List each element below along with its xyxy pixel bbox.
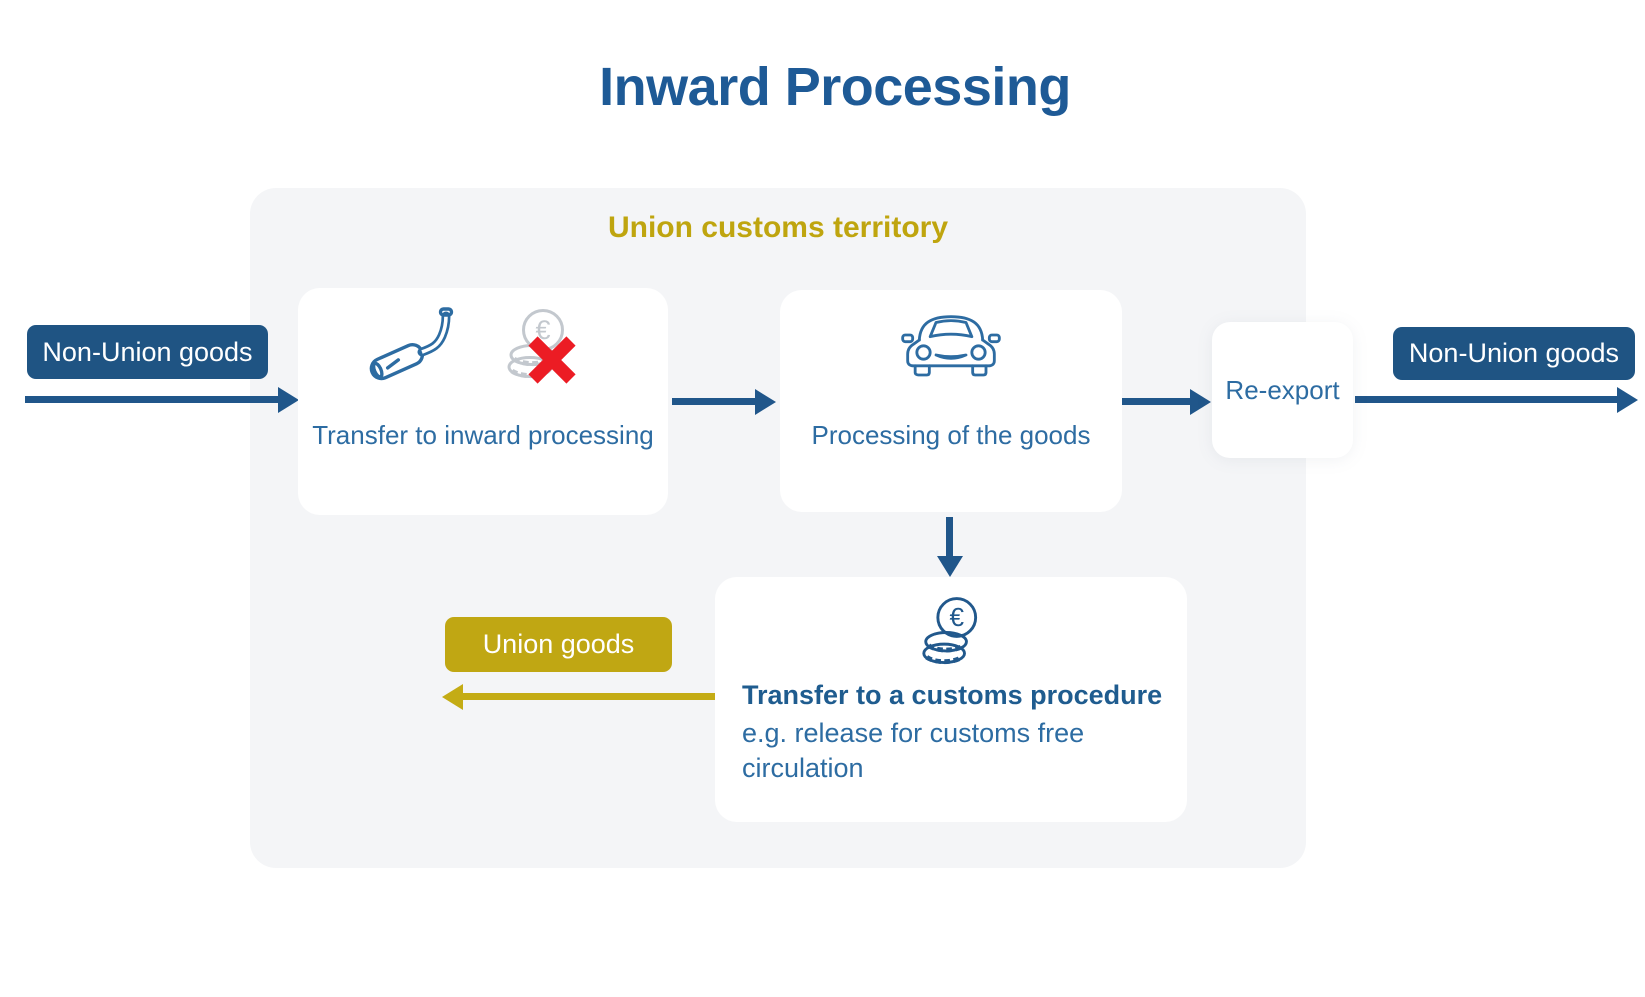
non-union-goods-badge-right: Non-Union goods	[1393, 327, 1635, 380]
union-goods-badge: Union goods	[445, 617, 672, 672]
arrow-head-right-icon	[1190, 389, 1211, 415]
euro-symbol: €	[949, 602, 964, 632]
euro-coins-icon: €	[918, 596, 980, 673]
card-label: Transfer to inward processing	[312, 420, 654, 450]
card-label: Processing of the goods	[811, 420, 1091, 450]
processing-of-goods-card: Processing of the goods	[780, 290, 1122, 512]
badge-label: Non-Union goods	[42, 336, 253, 367]
exhaust-pipe-icon	[368, 306, 464, 391]
card-label: Re-export	[1225, 374, 1340, 405]
processing-to-reexport-arrow	[1122, 389, 1211, 415]
arrow-shaft	[946, 517, 953, 561]
badge-label: Non-Union goods	[1408, 338, 1620, 368]
union-customs-territory-label: Union customs territory	[607, 211, 949, 244]
arrow-shaft	[1122, 398, 1194, 405]
customs-procedure-title: Transfer to a customs procedure	[742, 680, 1163, 710]
customs-procedure-subtitle: e.g. release for customs free circulatio…	[742, 718, 1085, 783]
entry-arrow	[25, 387, 299, 413]
arrow-shaft	[672, 398, 759, 405]
arrow-shaft	[459, 693, 715, 700]
arrow-head-right-icon	[755, 389, 776, 415]
union-goods-exit-arrow	[442, 684, 715, 710]
transfer-to-processing-arrow	[672, 389, 776, 415]
badge-label: Union goods	[482, 629, 635, 659]
red-cross-icon	[526, 334, 578, 391]
euro-symbol: €	[535, 315, 550, 345]
arrow-head-down-icon	[937, 556, 963, 577]
arrow-shaft	[1355, 396, 1621, 403]
transfer-to-inward-processing-card: € Transfer to inward processing	[298, 288, 668, 515]
arrow-shaft	[25, 396, 282, 403]
customs-procedure-text: Transfer to a customs procedure e.g. rel…	[742, 678, 1172, 786]
arrow-head-right-icon	[1617, 387, 1638, 413]
processing-to-customs-procedure-arrow	[937, 517, 963, 577]
transfer-to-customs-procedure-card: € Transfer to a customs procedure e.g. r…	[715, 577, 1187, 822]
reexport-card: Re-export	[1212, 322, 1353, 458]
reexport-exit-arrow	[1355, 387, 1638, 413]
car-icon	[901, 304, 1001, 391]
arrow-head-right-icon	[278, 387, 299, 413]
arrow-head-left-icon	[442, 684, 463, 710]
non-union-goods-badge-left: Non-Union goods	[27, 325, 268, 379]
page-title: Inward Processing	[599, 57, 1071, 117]
